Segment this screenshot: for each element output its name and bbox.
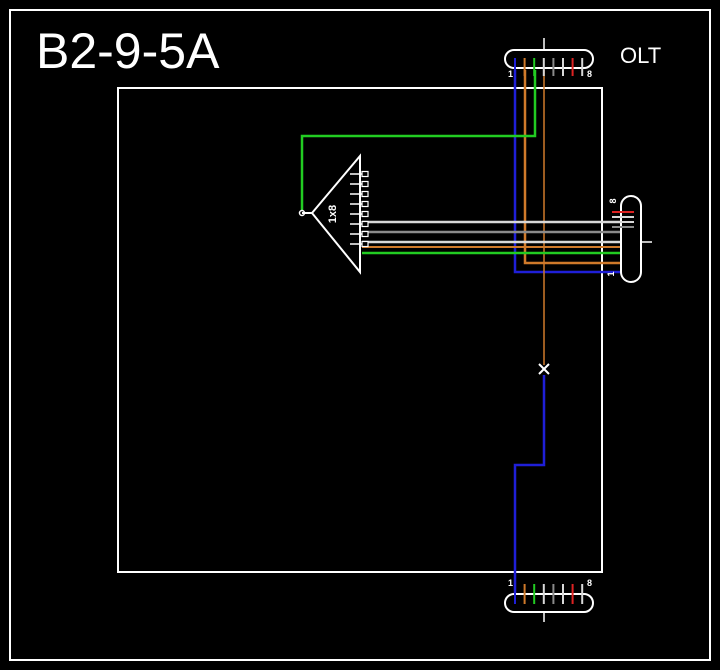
outer-frame <box>9 9 711 661</box>
right-connector: 8 1 <box>606 195 652 283</box>
pin-label-first: 1 <box>508 578 513 588</box>
splitter-port <box>361 220 369 228</box>
fiber-route-orange <box>523 70 632 265</box>
pin-label-last: 8 <box>608 198 618 203</box>
pin-label-last: 8 <box>587 69 592 79</box>
olt-label: OLT <box>620 43 661 68</box>
connector-fibers <box>514 584 584 604</box>
fiber-routes <box>300 70 632 596</box>
cut-mark-icon <box>538 363 550 375</box>
cut-mark-stroke <box>538 363 550 375</box>
top-connector: 1 8 <box>504 38 594 79</box>
splitter-icon: 1x8 <box>298 153 369 275</box>
splitter-port <box>361 230 369 238</box>
fiber-route-blue <box>513 70 632 274</box>
splitter-port <box>361 170 369 178</box>
pin-label-first: 1 <box>508 69 513 79</box>
splitter-port <box>361 180 369 188</box>
page-title: B2-9-5A <box>36 23 220 79</box>
connector-body <box>504 49 594 69</box>
enclosure-box <box>117 87 603 573</box>
connector-body <box>620 195 642 283</box>
connector-fibers <box>514 58 584 76</box>
splitter-port <box>361 200 369 208</box>
connector-fibers <box>612 211 634 228</box>
splitter-ratio-label: 1x8 <box>327 205 339 223</box>
fiber-route-blue-bottom <box>513 375 546 596</box>
bottom-connector: 1 8 <box>504 578 594 622</box>
connector-body <box>504 593 594 613</box>
pin-label-last: 8 <box>587 578 592 588</box>
fiber-route-green-input <box>300 70 537 213</box>
splitter-ports <box>350 170 369 248</box>
splitter-port <box>361 190 369 198</box>
splitter-port <box>361 210 369 218</box>
splitter-port <box>361 240 369 248</box>
pin-label-first: 1 <box>606 271 616 276</box>
